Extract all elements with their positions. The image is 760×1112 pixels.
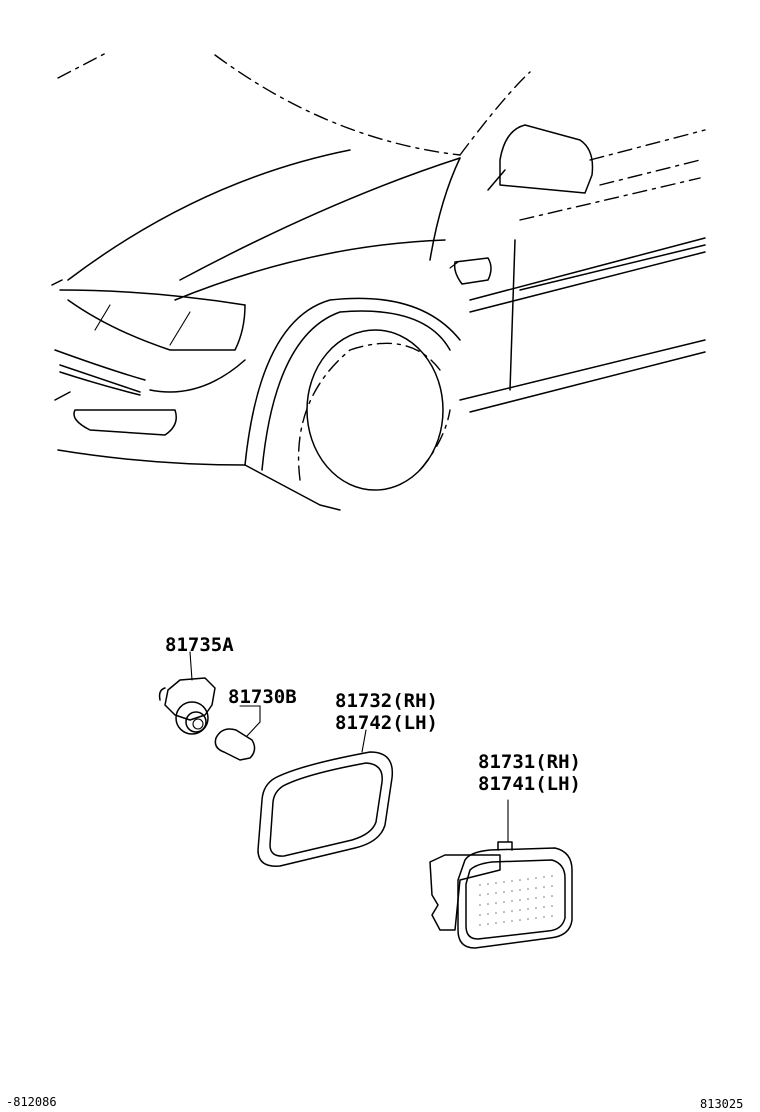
side-marker-lamp-icon xyxy=(429,799,573,949)
label-gasket-lh: 81742(LH) xyxy=(335,712,438,734)
label-lamp-lh: 81741(LH) xyxy=(478,773,581,795)
label-gasket-rh: 81732(RH) xyxy=(335,690,438,712)
socket-icon xyxy=(158,651,216,735)
label-bulb: 81730B xyxy=(228,686,297,708)
label-lamp-rh: 81731(RH) xyxy=(478,751,581,773)
lamp-lens-texture xyxy=(479,875,553,926)
corner-code-right: 813025 xyxy=(700,1097,743,1111)
car-front-left-illustration xyxy=(51,51,706,511)
corner-code-left: -812086 xyxy=(6,1095,57,1109)
gasket-icon xyxy=(257,729,394,867)
label-socket: 81735A xyxy=(165,634,234,656)
bulb-icon xyxy=(214,705,261,761)
